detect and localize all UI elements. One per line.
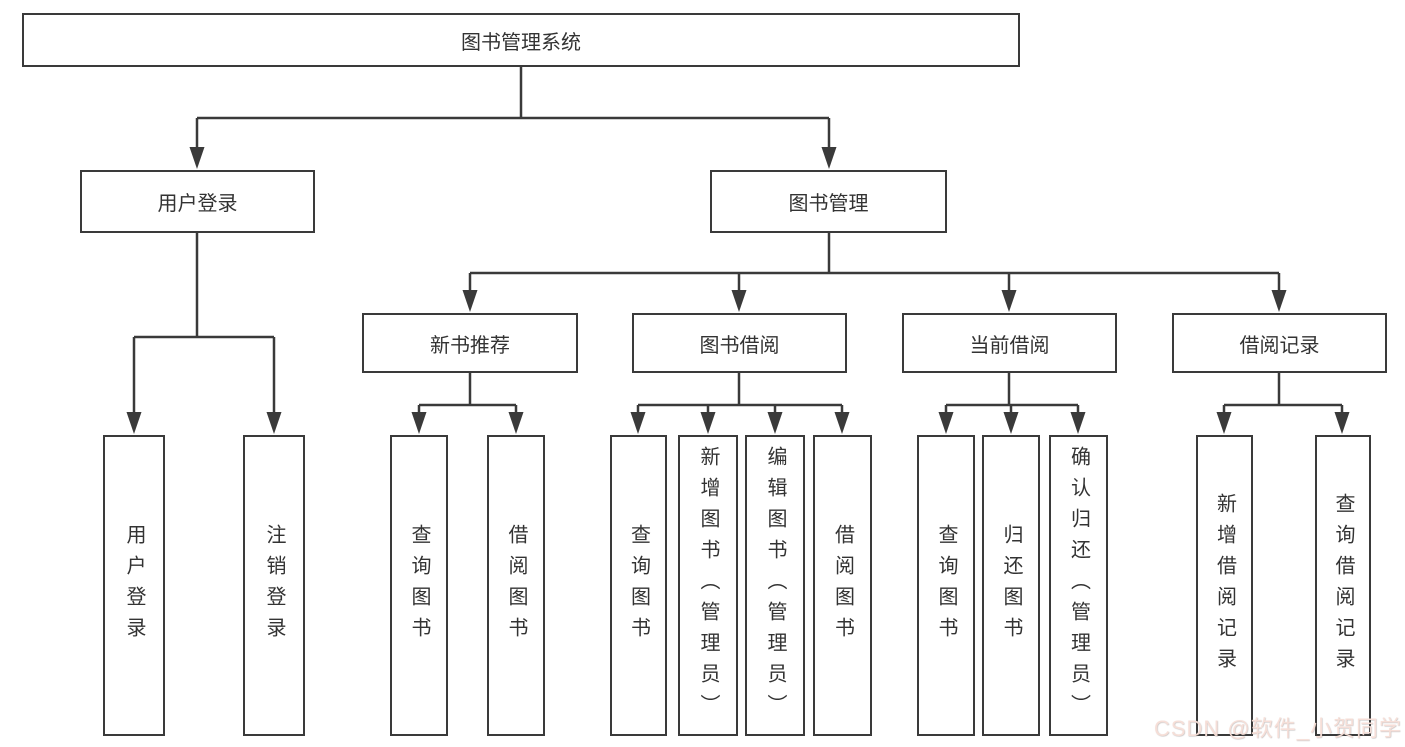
leaf-query-borrow-record-label: 查询借阅记录: [1332, 492, 1354, 679]
node-borrow-records-label: 借阅记录: [1239, 334, 1320, 357]
node-book-borrow-label: 图书借阅: [699, 334, 780, 357]
leaf-add-borrow-record-label: 新增借阅记录: [1213, 492, 1236, 679]
leaf-query-books-borrow: 查询图书: [610, 435, 667, 736]
leaf-query-books-current: 查询图书: [917, 435, 975, 736]
leaf-query-books-recommend-label: 查询图书: [408, 523, 430, 648]
leaf-query-books-current-label: 查询图书: [935, 523, 957, 648]
node-borrow-records: 借阅记录: [1172, 313, 1387, 373]
leaf-borrow-books-recommend-label: 借阅图书: [505, 523, 527, 648]
leaf-logout-label: 注销登录: [263, 523, 285, 648]
leaf-user-login-label: 用户登录: [123, 523, 145, 648]
leaf-borrow-books-borrow-label: 借阅图书: [831, 523, 854, 648]
leaf-edit-book-admin: 编辑图书（管理员）: [745, 435, 805, 736]
node-book-borrow: 图书借阅: [632, 313, 847, 373]
leaf-add-borrow-record: 新增借阅记录: [1196, 435, 1253, 736]
leaf-confirm-return-admin-label: 确认归还（管理员）: [1067, 446, 1090, 725]
leaf-query-books-recommend: 查询图书: [390, 435, 448, 736]
node-root: 图书管理系统: [22, 13, 1020, 67]
leaf-edit-book-admin-label: 编辑图书（管理员）: [764, 446, 786, 725]
node-root-label: 图书管理系统: [461, 31, 581, 54]
leaf-user-login: 用户登录: [103, 435, 165, 736]
leaf-add-book-admin: 新增图书（管理员）: [678, 435, 738, 736]
leaf-add-book-admin-label: 新增图书（管理员）: [697, 446, 719, 725]
leaf-query-borrow-record: 查询借阅记录: [1315, 435, 1371, 736]
leaf-borrow-books-recommend: 借阅图书: [487, 435, 545, 736]
node-new-book-recommend: 新书推荐: [362, 313, 578, 373]
node-current-borrow-label: 当前借阅: [969, 334, 1050, 357]
leaf-return-books: 归还图书: [982, 435, 1040, 736]
watermark: CSDN @软件_小贺同学: [1153, 716, 1402, 741]
node-book-management: 图书管理: [710, 170, 947, 233]
leaf-borrow-books-borrow: 借阅图书: [813, 435, 872, 736]
leaf-logout: 注销登录: [243, 435, 305, 736]
leaf-return-books-label: 归还图书: [1000, 523, 1022, 648]
node-new-book-recommend-label: 新书推荐: [430, 334, 510, 357]
leaf-confirm-return-admin: 确认归还（管理员）: [1049, 435, 1108, 736]
node-current-borrow: 当前借阅: [902, 313, 1117, 373]
node-user-login: 用户登录: [80, 170, 315, 233]
node-user-login-label: 用户登录: [157, 193, 238, 215]
node-book-management-label: 图书管理: [788, 193, 869, 215]
leaf-query-books-borrow-label: 查询图书: [627, 523, 650, 648]
